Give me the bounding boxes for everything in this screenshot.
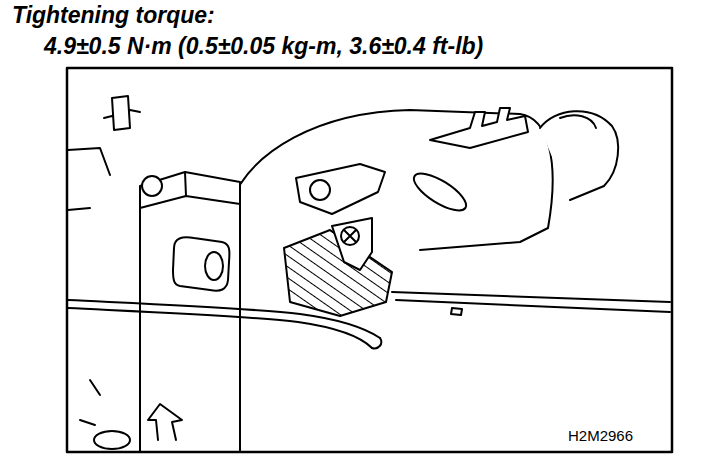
lug: [296, 164, 385, 214]
figure-frame: [67, 68, 672, 452]
slot-hole: [409, 167, 472, 217]
fork-bracket: [430, 108, 528, 148]
pipe-end: [372, 338, 381, 348]
clip: [451, 308, 462, 315]
bottom-ring: [94, 431, 130, 449]
bolt-cross: [344, 230, 356, 242]
torque-value: 4.9±0.5 N·m (0.5±0.05 kg-m, 3.6±0.4 ft-l…: [44, 34, 483, 59]
pipe-lower: [68, 308, 372, 348]
rod-lines: [392, 292, 670, 312]
bracket-plate: [332, 218, 372, 270]
figure-code: H2M2966: [565, 427, 636, 446]
mount-hole: [205, 252, 223, 280]
bottom-lines: [80, 380, 100, 425]
ring: [142, 176, 162, 196]
cylinder-part: [540, 111, 618, 200]
heading: Tightening torque:: [12, 3, 215, 28]
cylinder-edge: [560, 115, 596, 128]
bottom-part: [148, 404, 182, 440]
pipe-upper: [68, 300, 380, 338]
body-lines: [68, 148, 110, 210]
bolt: [341, 227, 359, 245]
post-part: [104, 96, 140, 130]
rubber-mount: [173, 237, 229, 290]
lug-hole: [310, 180, 330, 200]
